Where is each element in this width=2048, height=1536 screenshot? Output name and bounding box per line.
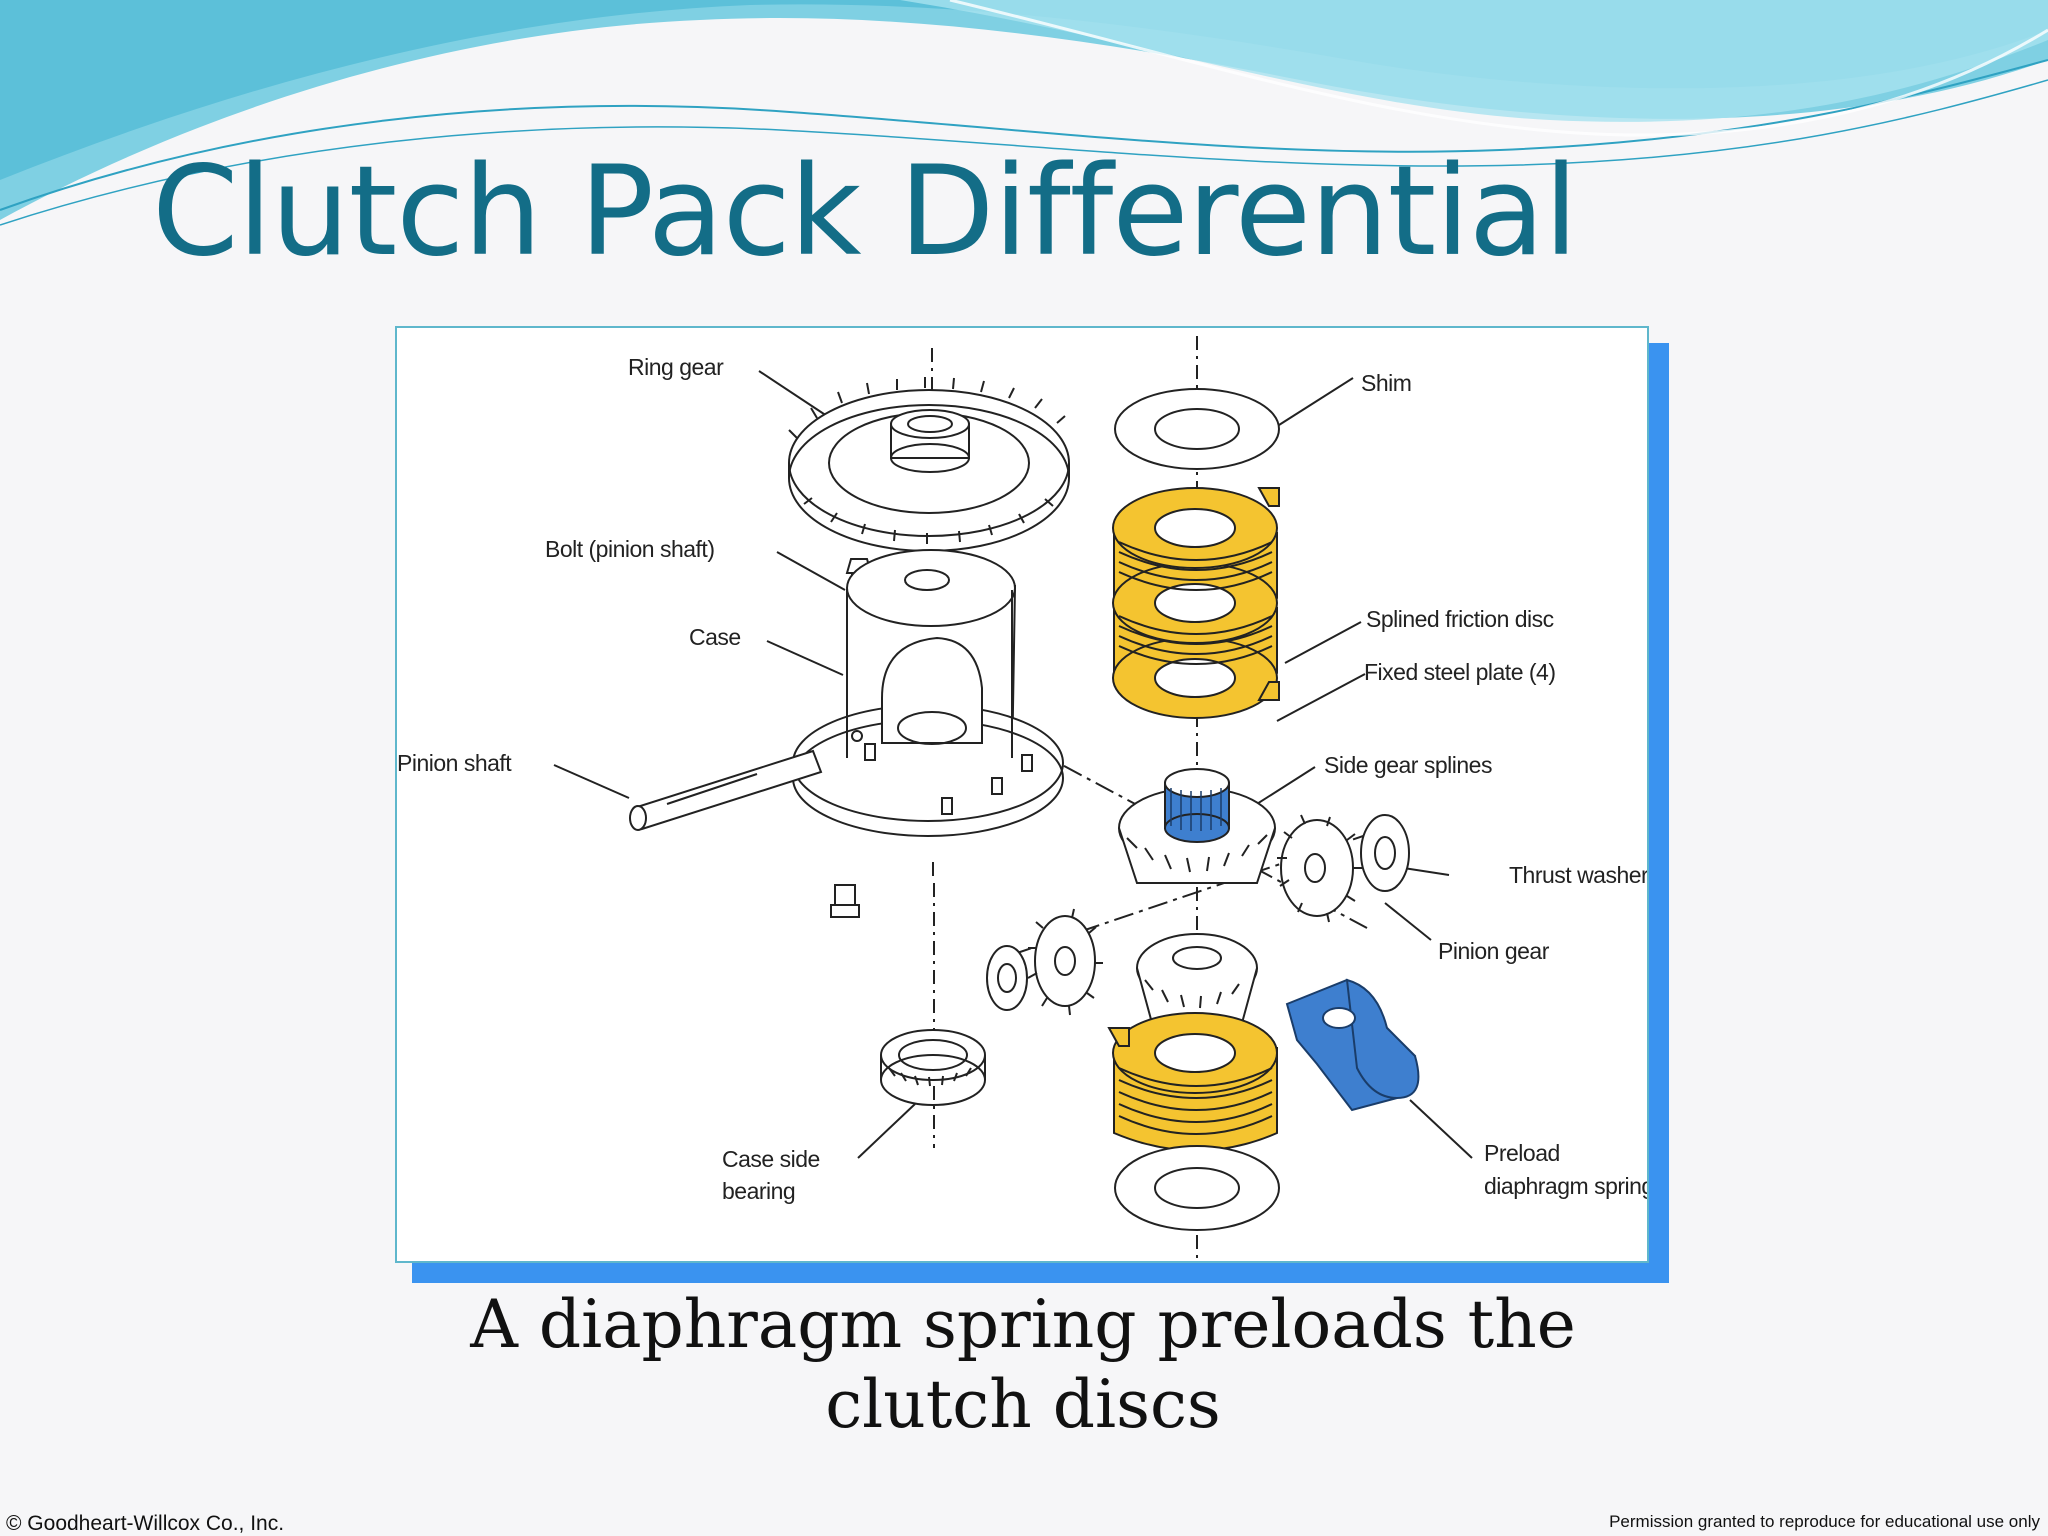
label-preload-line1: Preload xyxy=(1484,1140,1560,1166)
permission-footer: Permission granted to reproduce for educ… xyxy=(1609,1512,2040,1531)
label-shim: Shim xyxy=(1361,370,1412,396)
exploded-differential-diagram xyxy=(553,336,1473,1258)
label-ring-gear: Ring gear xyxy=(628,354,724,380)
label-preload-line2: diaphragm spring xyxy=(1484,1173,1649,1199)
caption-line-2: clutch discs xyxy=(825,1366,1221,1443)
label-fixed-steel-plate: Fixed steel plate (4) xyxy=(1364,659,1556,685)
label-splined-friction-disc: Splined friction disc xyxy=(1366,606,1554,632)
header-wave-decoration xyxy=(0,0,2048,226)
slide-title: Clutch Pack Differential xyxy=(152,140,1578,284)
label-side-gear-splines: Side gear splines xyxy=(1324,752,1492,778)
label-bolt-pinion-shaft: Bolt (pinion shaft) xyxy=(545,536,715,562)
label-case: Case xyxy=(689,624,741,650)
label-case-side-bearing-line1: Case side xyxy=(722,1146,820,1172)
diagram-frame: Ring gear Bolt (pinion shaft) Case Pinio… xyxy=(395,326,1649,1263)
copyright-footer: © Goodheart-Willcox Co., Inc. xyxy=(6,1512,285,1535)
caption-line-1: A diaphragm spring preloads the xyxy=(470,1286,1576,1363)
label-pinion-gear: Pinion gear xyxy=(1438,938,1549,964)
label-case-side-bearing-line2: bearing xyxy=(722,1178,796,1204)
slide-caption: A diaphragm spring preloads the clutch d… xyxy=(400,1285,1646,1445)
label-pinion-shaft: Pinion shaft xyxy=(397,750,512,776)
label-thrust-washer: Thrust washer xyxy=(1509,862,1649,888)
